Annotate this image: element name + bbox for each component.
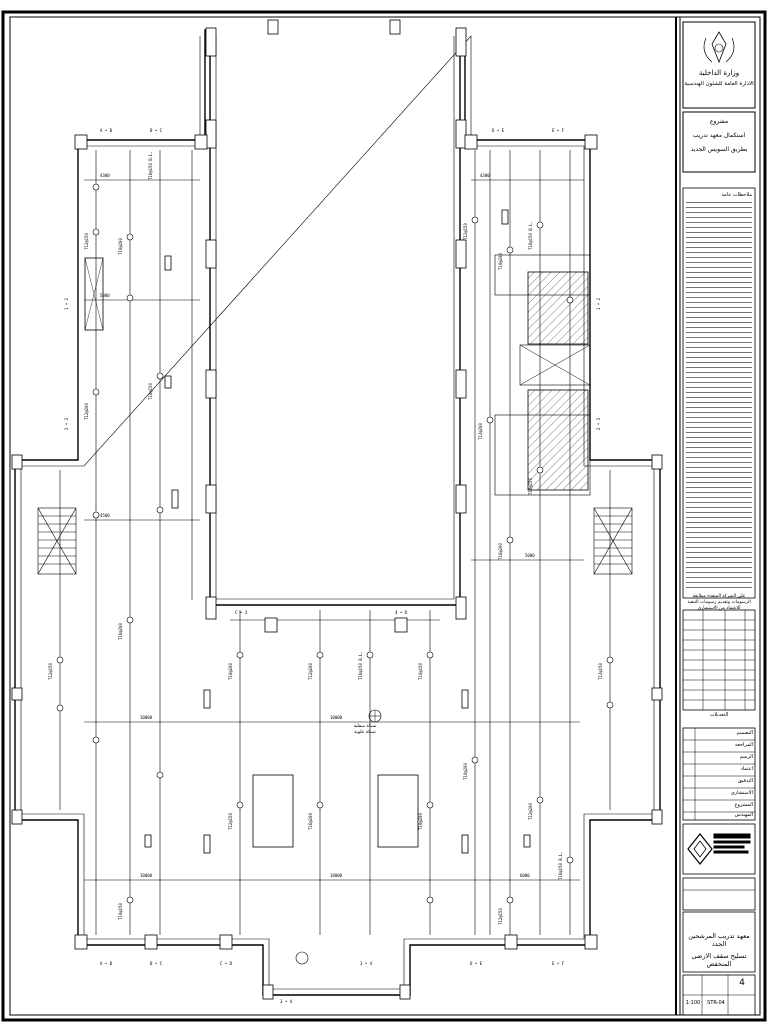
signature-row: المشروع <box>734 802 753 808</box>
svg-text:T16@150 B.L.: T16@150 B.L. <box>558 851 563 880</box>
svg-text:C • 3: C • 3 <box>235 610 248 615</box>
rebar-markers <box>56 183 614 904</box>
signature-row: التصميم <box>736 730 753 736</box>
svg-text:C • D: C • D <box>220 961 233 966</box>
svg-text:10000: 10000 <box>140 715 153 720</box>
svg-text:T16@150 B.L.: T16@150 B.L. <box>148 151 153 180</box>
svg-text:T10@150: T10@150 <box>528 478 533 495</box>
svg-text:5000: 5000 <box>100 293 110 298</box>
floor-plan <box>11 19 663 1000</box>
svg-text:T10@200: T10@200 <box>418 813 423 830</box>
consultant-logo-icon <box>687 833 751 865</box>
svg-text:2 • 3: 2 • 3 <box>64 417 69 430</box>
svg-text:T10@150: T10@150 <box>418 663 423 680</box>
svg-text:2 • 3: 2 • 3 <box>596 417 601 430</box>
sheet-code: STR-04 <box>707 1000 725 1006</box>
svg-text:A • B: A • B <box>100 961 113 966</box>
drawing-title-line2: تسليح سقف الارضى المنخفض <box>691 952 747 968</box>
opening-right <box>377 774 419 848</box>
svg-text:1 • 2: 1 • 2 <box>596 297 601 310</box>
svg-text:3 • 4: 3 • 4 <box>280 999 293 1004</box>
svg-text:4500: 4500 <box>100 513 110 518</box>
svg-text:E • F: E • F <box>552 961 565 966</box>
svg-text:T16@200: T16@200 <box>308 813 313 830</box>
svg-text:4 • D: 4 • D <box>395 610 408 615</box>
hatched-zone-2 <box>527 389 589 491</box>
svg-text:T12@150: T12@150 <box>228 813 233 830</box>
sheet-number: 4 <box>739 978 745 988</box>
approval-text: على الشركة المنفذة مطابقة الرسومات وتقدي… <box>687 594 751 611</box>
general-notes-heading: ملاحظات عامة <box>721 192 752 198</box>
svg-text:T12@150: T12@150 <box>498 908 503 925</box>
stair-left <box>37 507 77 575</box>
grid-ticks: A • B B • C D • E E • F A • B B • C C • D 3 … <box>64 128 601 1004</box>
svg-text:A • B: A • B <box>100 128 113 133</box>
svg-text:10000: 10000 <box>330 715 343 720</box>
svg-text:4300: 4300 <box>100 173 110 178</box>
svg-text:D • E: D • E <box>492 128 505 133</box>
project-label: مشروع <box>709 118 729 125</box>
svg-text:T12@200: T12@200 <box>308 663 313 680</box>
general-notes-body <box>686 202 752 592</box>
svg-text:T12@200: T12@200 <box>528 803 533 820</box>
svg-text:T12@150: T12@150 <box>598 663 603 680</box>
svg-text:T10@150: T10@150 <box>148 383 153 400</box>
svg-text:D • E: D • E <box>470 961 483 966</box>
signature-row: اعتماد <box>740 766 753 772</box>
svg-text:T10@200: T10@200 <box>228 663 233 680</box>
sheet-inner-border <box>9 16 761 1016</box>
authority-line1: وزارة الداخلية <box>698 69 740 77</box>
sheet-outer-border <box>1 10 767 1022</box>
plan-outline <box>14 29 661 996</box>
svg-text:T12@150: T12@150 <box>84 233 89 250</box>
ministry-emblem-icon <box>703 31 735 64</box>
svg-text:T16@200: T16@200 <box>498 543 503 560</box>
svg-text:B • C: B • C <box>150 128 163 133</box>
svg-text:T12@200: T12@200 <box>478 423 483 440</box>
scale-value: 1:100 <box>685 1000 701 1006</box>
hatched-zone-1 <box>527 271 589 345</box>
svg-text:10000: 10000 <box>140 873 153 878</box>
svg-text:6000: 6000 <box>520 873 530 878</box>
stair-right <box>593 507 633 575</box>
svg-text:T16@150 B.L.: T16@150 B.L. <box>358 651 363 680</box>
project-name-line1: استكمال معهد تدريب <box>692 132 746 139</box>
svg-text:B • C: B • C <box>150 961 163 966</box>
signature-row: المهندس <box>734 812 753 818</box>
signature-row: الرسم <box>739 754 753 760</box>
svg-text:T16@200: T16@200 <box>118 623 123 640</box>
center-annotation: شبكة علوية <box>354 730 376 735</box>
authority-line2: الادارة العامة للشئون الهندسية <box>684 81 754 87</box>
signature-row: الاستشارى <box>730 790 753 796</box>
svg-text:4300: 4300 <box>480 173 490 178</box>
svg-text:10000: 10000 <box>330 873 343 878</box>
revisions-heading: التعديلات <box>709 712 729 718</box>
svg-text:T12@150: T12@150 <box>463 223 468 240</box>
drawing-title-line1: معهد تدريب المرشحين الجدد <box>688 932 750 948</box>
svg-text:1 • 2: 1 • 2 <box>64 297 69 310</box>
svg-text:T12@200: T12@200 <box>84 403 89 420</box>
svg-text:T10@200: T10@200 <box>498 253 503 270</box>
svg-text:5000: 5000 <box>525 553 535 558</box>
svg-text:T12@150: T12@150 <box>48 663 53 680</box>
svg-text:T10@200: T10@200 <box>118 238 123 255</box>
title-block <box>682 21 756 1016</box>
center-annotation: شبكة سفلية <box>353 724 377 729</box>
signature-row: التدقيق <box>737 778 753 784</box>
opening-left <box>252 774 294 848</box>
rebar-text: T12@150 T10@200 T16@150 B.L. T12@200 T10… <box>48 151 603 925</box>
signature-row: المراجعة <box>734 742 753 748</box>
project-name-line2: بطريق السويس الجديد <box>690 146 748 153</box>
svg-text:T10@200: T10@200 <box>463 763 468 780</box>
svg-text:T10@150: T10@150 <box>118 903 123 920</box>
svg-text:T16@150 B.L.: T16@150 B.L. <box>528 221 533 250</box>
svg-text:E • F: E • F <box>552 128 565 133</box>
svg-text:3 • 4: 3 • 4 <box>360 961 373 966</box>
